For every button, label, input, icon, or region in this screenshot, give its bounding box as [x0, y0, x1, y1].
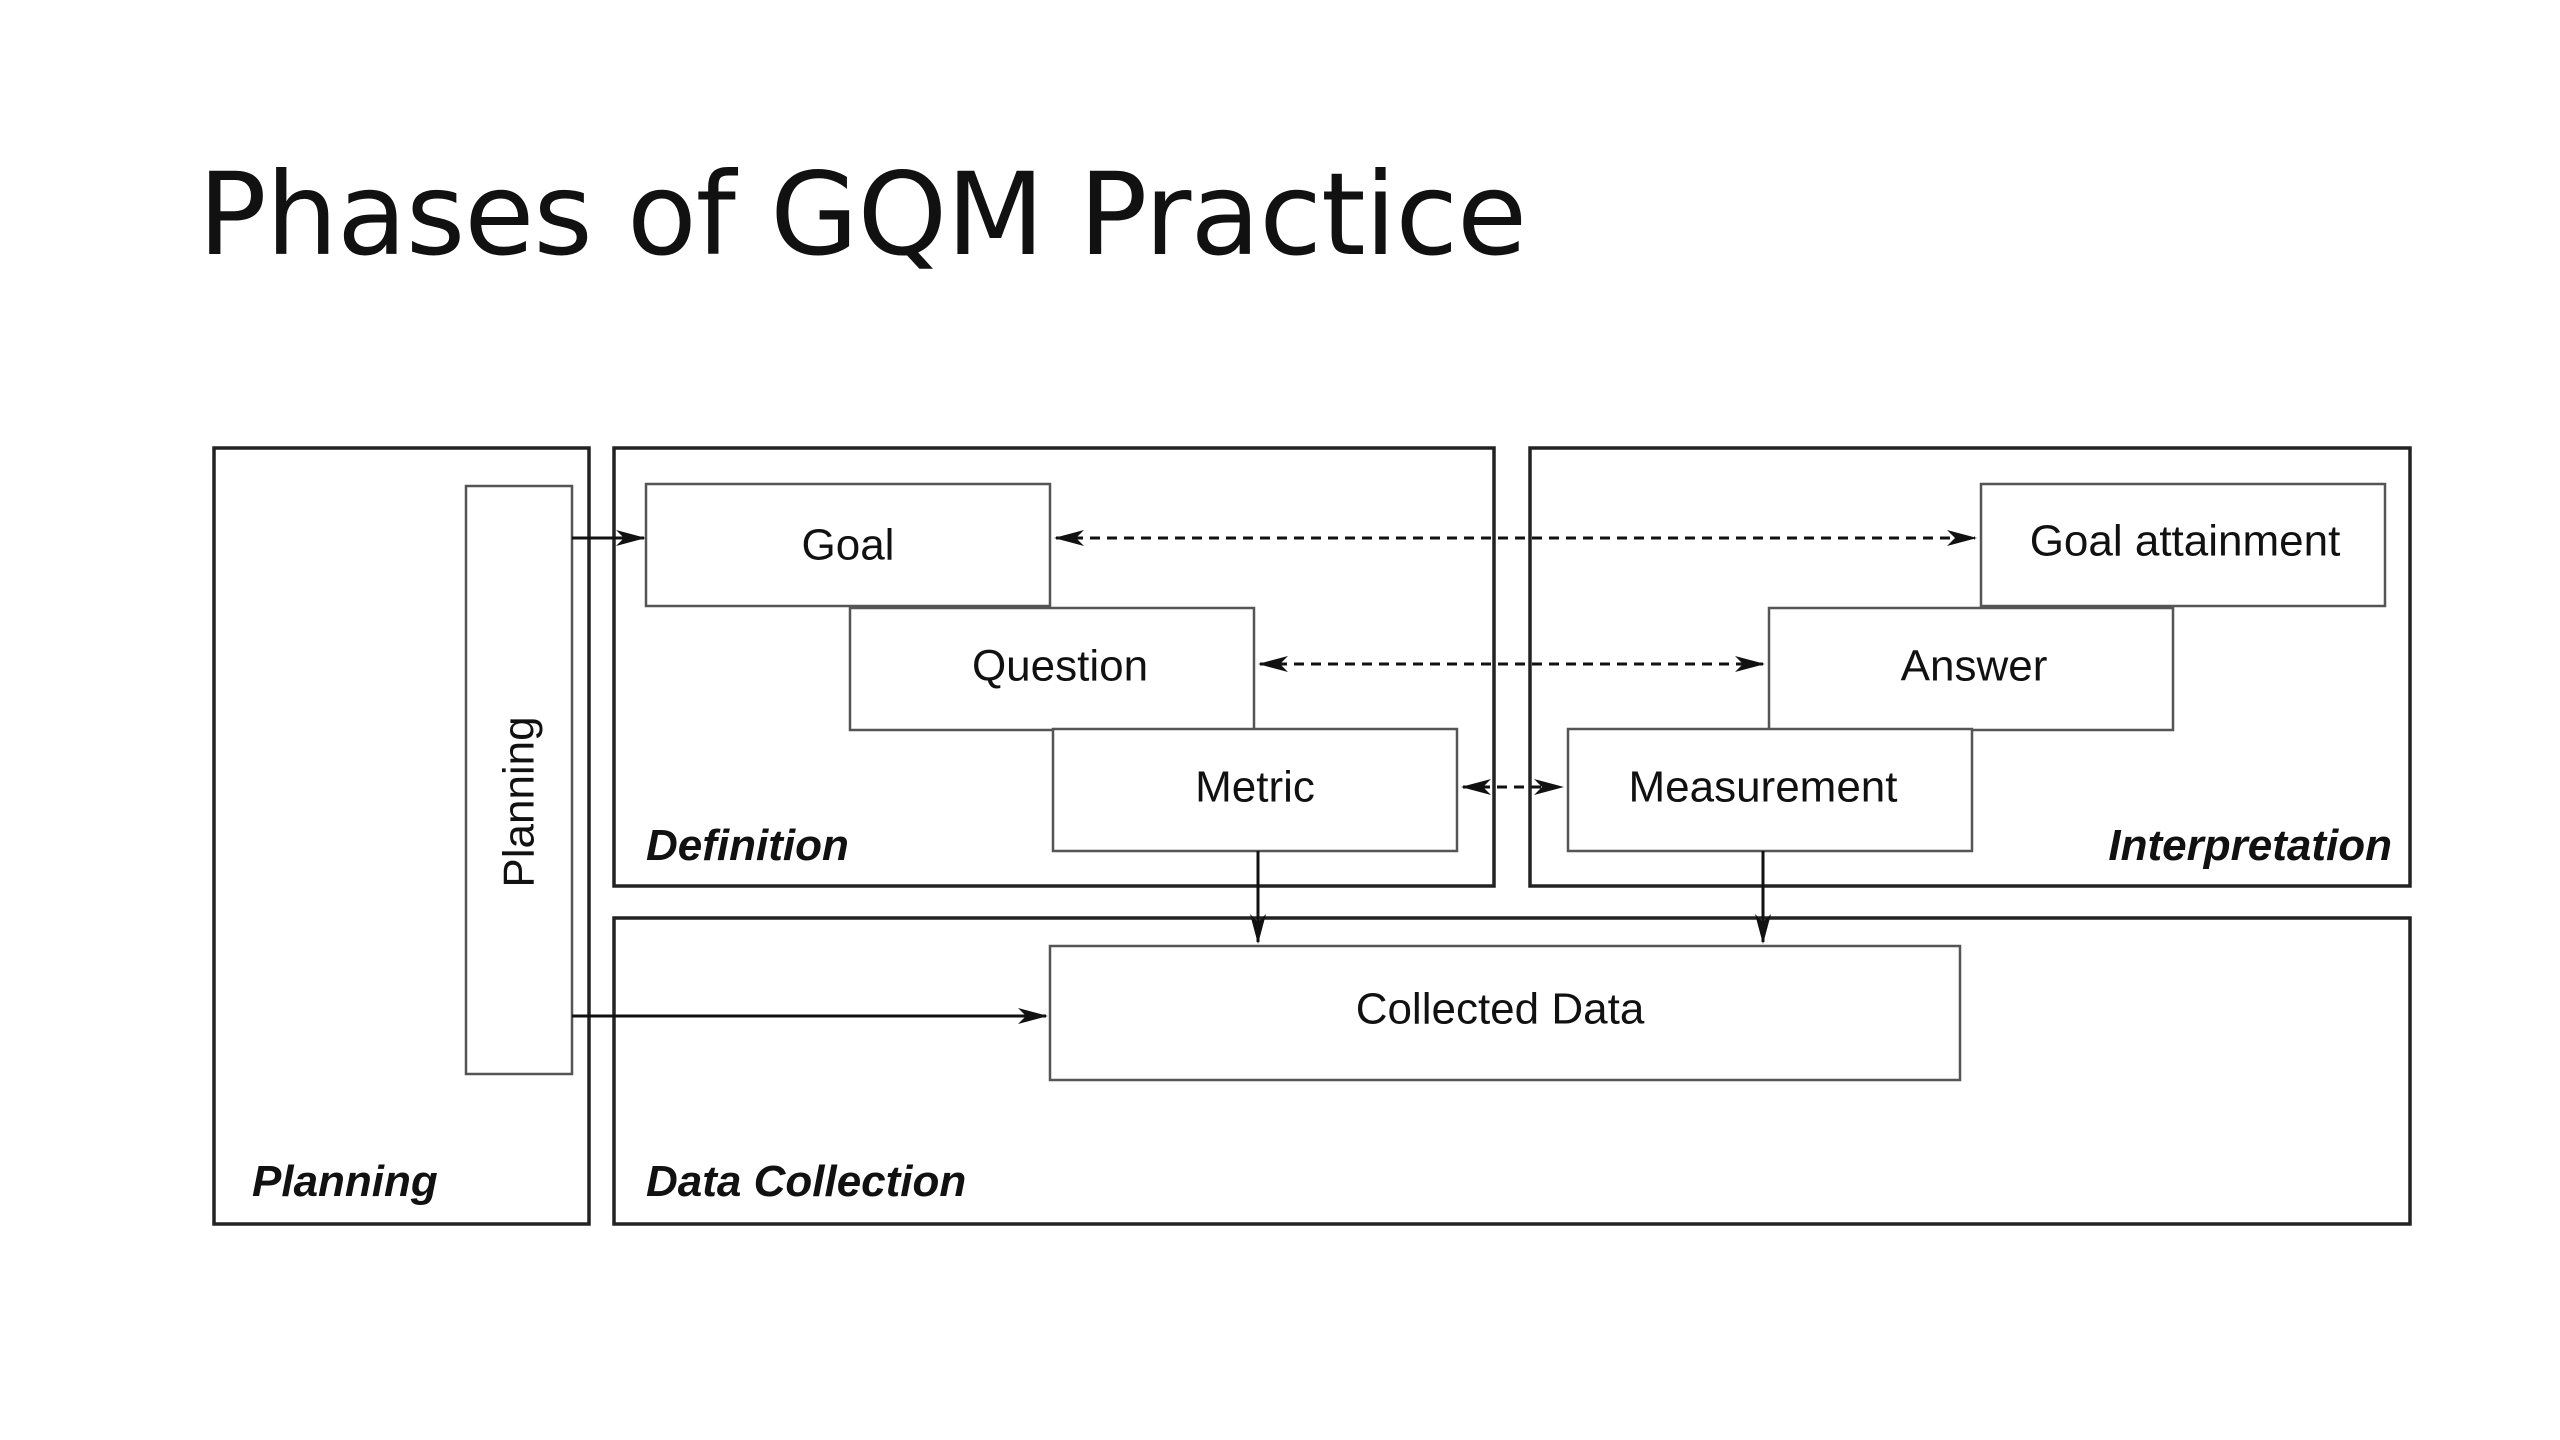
metric-box [1051, 727, 1459, 853]
slide-title: Phases of GQM Practice [198, 148, 1527, 281]
goal-attainment-label: Goal attainment [2030, 517, 2341, 566]
data-collection-phase-label: Data Collection [646, 1157, 966, 1206]
collected-data-box [1048, 944, 1962, 1082]
measurement-label: Measurement [1628, 763, 1897, 812]
definition-phase-label: Definition [646, 821, 849, 870]
interpretation-phase-label: Interpretation [2108, 821, 2392, 870]
metric-label: Metric [1195, 763, 1315, 812]
planning-phase-frame [212, 446, 591, 1226]
planning-box [464, 484, 574, 1076]
measurement-box [1566, 727, 1974, 853]
question-label: Question [972, 642, 1148, 691]
answer-box [1767, 606, 2175, 732]
planning-box-label: Planning [495, 716, 544, 887]
goal-attainment-box [1979, 482, 2387, 608]
planning-phase-label: Planning [252, 1157, 438, 1206]
collected-data-label: Collected Data [1356, 985, 1645, 1034]
data-collection-phase-frame [612, 916, 2412, 1226]
answer-label: Answer [1901, 642, 2048, 691]
question-box [848, 606, 1256, 732]
goal-box [644, 482, 1052, 608]
goal-label: Goal [802, 521, 895, 570]
